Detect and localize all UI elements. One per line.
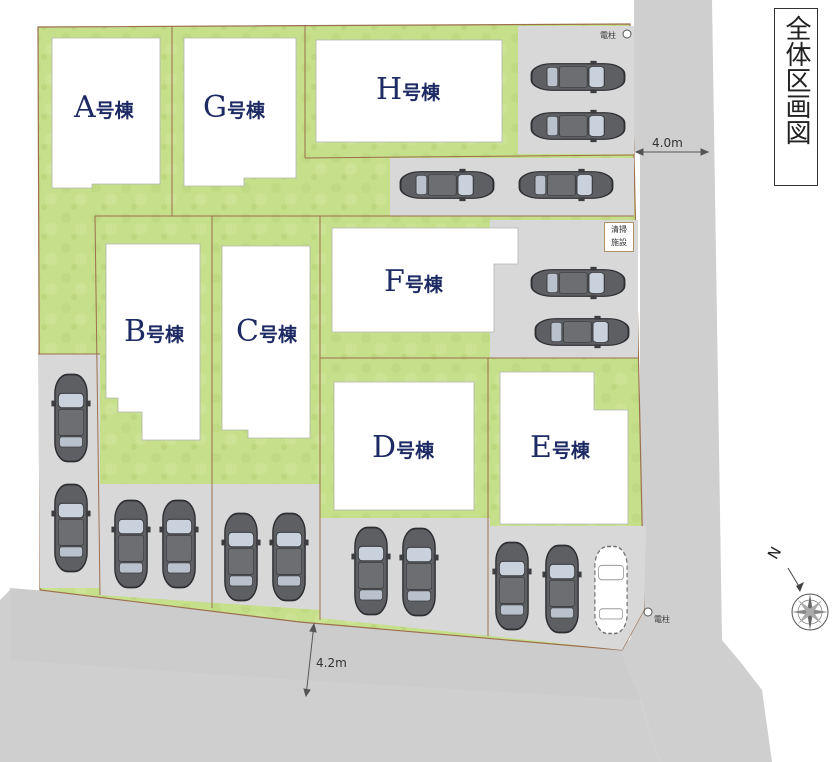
lot-label-a: A号棟 — [74, 90, 134, 125]
building-d — [333, 381, 475, 511]
lot-label-d: D号棟 — [372, 430, 435, 465]
utility-pole-top-icon — [622, 29, 632, 39]
east-road-dimension — [634, 148, 710, 156]
lot-label-c: C号棟 — [236, 314, 297, 349]
lot-label-h: H号棟 — [376, 72, 441, 107]
building-a — [51, 37, 161, 189]
utility-pole-top-label: 電柱 — [600, 31, 616, 40]
building-f — [331, 227, 519, 333]
east-road-width: 4.0m — [652, 136, 683, 150]
building-b — [105, 243, 201, 441]
building-g — [183, 37, 297, 187]
lot-label-b: B号棟 — [124, 314, 185, 349]
building-e — [499, 371, 629, 525]
utility-pole-bottom-icon — [643, 607, 653, 617]
car-outline-optional — [594, 545, 628, 635]
south-road-dimension — [303, 622, 317, 698]
road-east — [10, 0, 772, 762]
south-road-width: 4.2m — [316, 656, 347, 670]
parking-bc — [100, 484, 320, 610]
utility-pole-bottom-label: 電柱 — [654, 615, 670, 624]
building-h — [315, 39, 503, 143]
compass-rose-icon — [787, 567, 829, 631]
plan-title-box: 全体区画図 — [774, 8, 818, 186]
garbage-facility: 清掃 施設 — [604, 222, 634, 252]
garbage-facility-line1: 清掃 — [611, 225, 627, 234]
garbage-facility-line2: 施設 — [611, 238, 627, 247]
lot-label-f: F号棟 — [384, 264, 443, 299]
plan-title: 全体区画図 — [781, 15, 811, 145]
building-c — [221, 245, 311, 439]
lot-label-e: E号棟 — [530, 430, 590, 465]
lot-label-g: G号棟 — [203, 90, 265, 125]
